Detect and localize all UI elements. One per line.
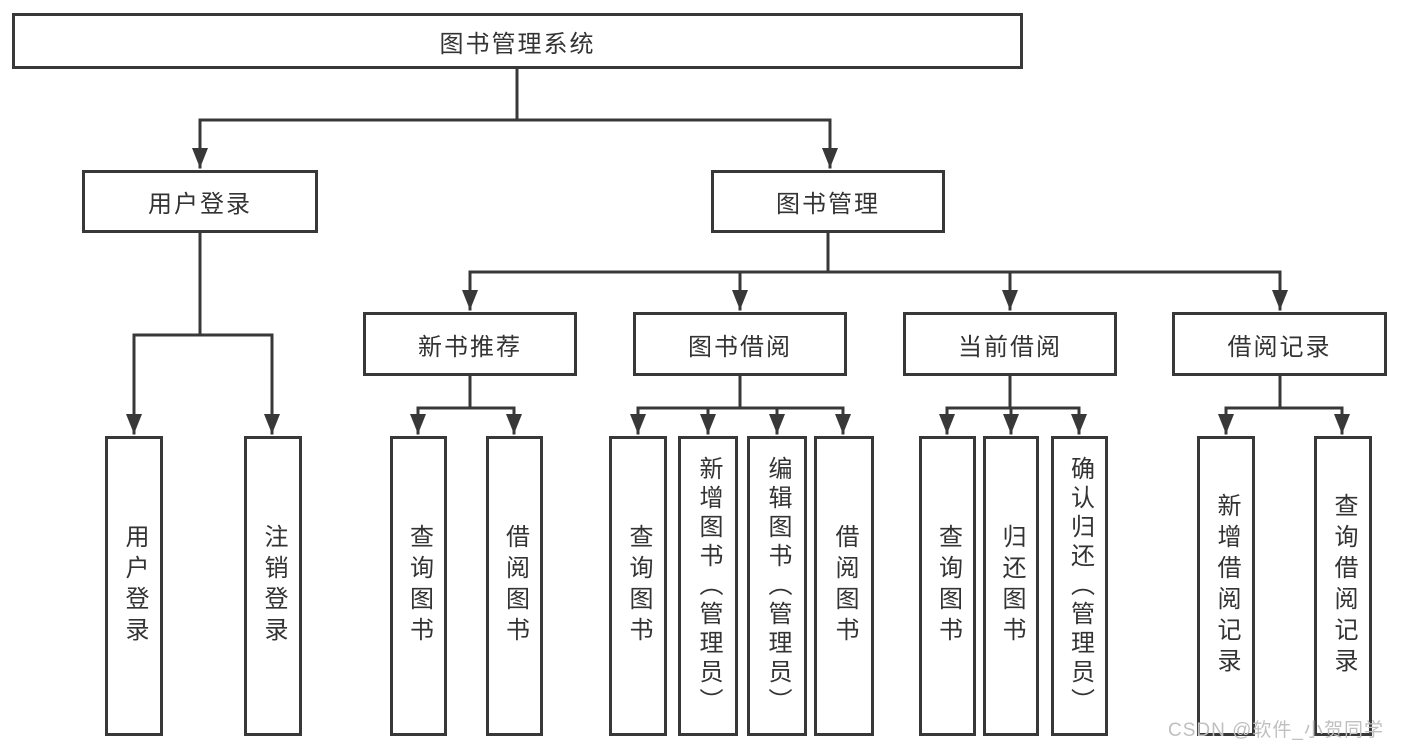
connector-user-login-children — [132, 231, 274, 337]
node-user-login-label: 用户登录 — [148, 191, 252, 218]
node-leaf-borrow-books-recommend-label: 借阅图书 — [501, 524, 529, 648]
node-root-label: 图书管理系统 — [439, 30, 596, 58]
node-book-borrowing-label: 图书借阅 — [688, 333, 792, 361]
connector-root-to-level2 — [198, 65, 832, 122]
node-current-borrowing: 当前借阅 — [903, 312, 1117, 376]
node-leaf-add-borrow-record: 新增借阅记录 — [1197, 436, 1255, 736]
node-borrowing-records: 借阅记录 — [1172, 312, 1387, 376]
node-borrowing-records-label: 借阅记录 — [1227, 333, 1332, 361]
node-root: 图书管理系统 — [12, 13, 1023, 69]
node-new-book-recommend: 新书推荐 — [363, 312, 577, 376]
node-leaf-borrow-books-label: 借阅图书 — [831, 524, 858, 648]
node-leaf-logout: 注销登录 — [244, 436, 302, 736]
node-leaf-query-books-recommend: 查询图书 — [390, 436, 447, 736]
node-leaf-confirm-return-admin: 确认归还（管理员） — [1051, 436, 1108, 736]
node-leaf-logout-label: 注销登录 — [260, 524, 287, 648]
node-user-login: 用户登录 — [82, 170, 318, 233]
node-leaf-edit-books-admin-label: 编辑图书（管理员） — [764, 455, 791, 717]
connector-borrowing-records-children — [1224, 374, 1344, 410]
node-leaf-add-books-admin-label: 新增图书（管理员） — [695, 455, 722, 717]
node-leaf-query-borrow-record-label: 查询借阅记录 — [1330, 493, 1357, 679]
node-leaf-borrow-books: 借阅图书 — [814, 436, 874, 736]
node-leaf-query-books-borrowing-label: 查询图书 — [625, 524, 652, 648]
node-book-management: 图书管理 — [711, 170, 945, 233]
node-leaf-query-books-current-label: 查询图书 — [934, 524, 962, 648]
connector-book-management-children — [468, 231, 1282, 274]
node-leaf-return-books: 归还图书 — [983, 436, 1039, 736]
node-book-management-label: 图书管理 — [776, 191, 880, 218]
node-new-book-recommend-label: 新书推荐 — [418, 333, 522, 361]
node-leaf-query-books-current: 查询图书 — [919, 436, 976, 736]
node-leaf-add-books-admin: 新增图书（管理员） — [678, 436, 738, 736]
node-leaf-confirm-return-admin-label: 确认归还（管理员） — [1066, 455, 1094, 717]
node-leaf-borrow-books-recommend: 借阅图书 — [486, 436, 543, 736]
node-leaf-add-borrow-record-label: 新增借阅记录 — [1213, 493, 1240, 679]
connector-new-book-recommend-children — [416, 374, 516, 410]
node-book-borrowing: 图书借阅 — [633, 312, 847, 376]
node-leaf-query-books-borrowing: 查询图书 — [609, 436, 667, 736]
node-leaf-query-borrow-record: 查询借阅记录 — [1314, 436, 1372, 736]
node-current-borrowing-label: 当前借阅 — [958, 333, 1062, 361]
node-leaf-return-books-label: 归还图书 — [998, 524, 1025, 648]
node-leaf-user-login-label: 用户登录 — [121, 524, 148, 648]
node-leaf-query-books-recommend-label: 查询图书 — [405, 524, 433, 648]
connector-book-borrowing-children — [636, 374, 845, 410]
node-leaf-edit-books-admin: 编辑图书（管理员） — [747, 436, 807, 736]
node-leaf-user-login: 用户登录 — [105, 436, 163, 736]
csdn-watermark: CSDN @软件_小贺同学 — [1168, 720, 1384, 741]
connector-current-borrowing-children — [945, 374, 1081, 410]
